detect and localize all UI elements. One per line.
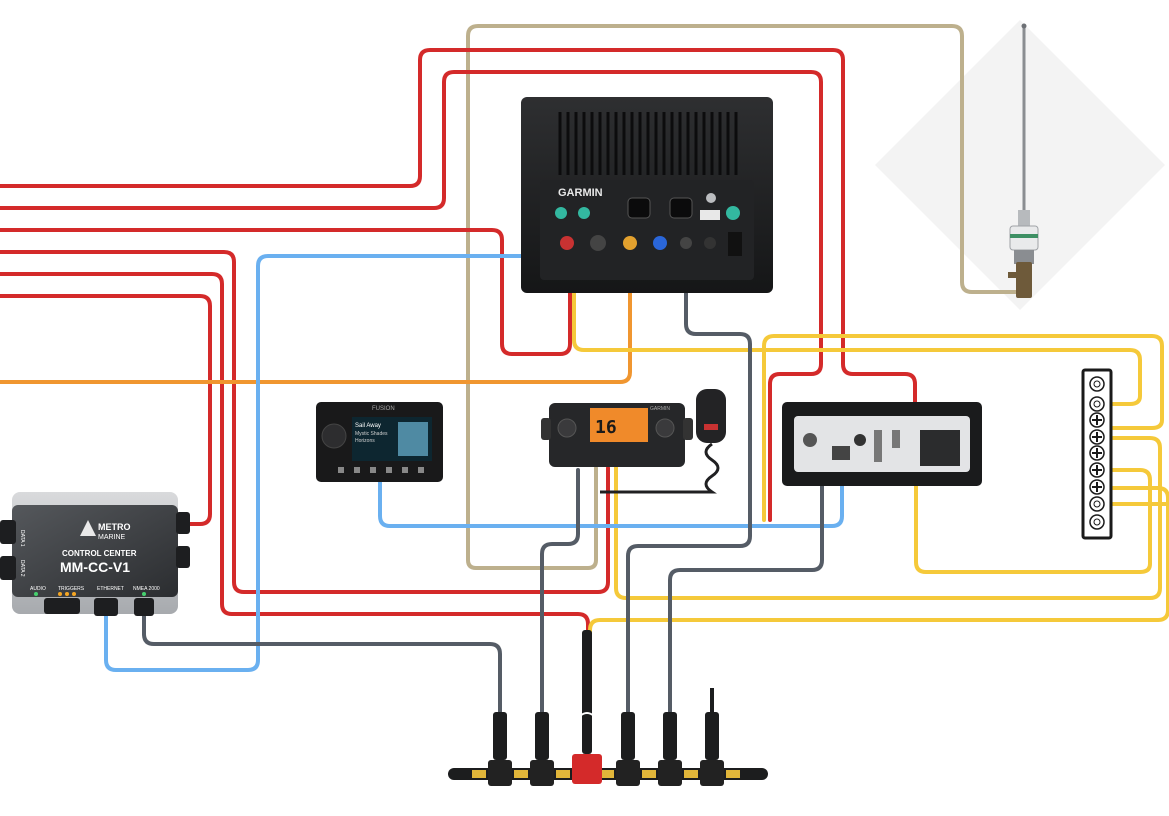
nmea-drop-vhf [540,468,580,714]
yellow-wire-4 [588,486,1169,702]
yellow-wire-2 [614,436,1162,600]
stereo-volume-knob [321,423,347,449]
nmea-drop-stereo [668,454,824,714]
stereo-brand: FUSION [372,406,395,412]
yellow-wire-3 [914,468,1152,574]
vhf-brand: GARMIN [650,406,670,412]
vhf-knob-left [557,418,577,438]
control-center: METRO MARINE CONTROL CENTER MM-CC-V1 AUD… [0,492,190,616]
power-wire-1 [0,48,942,457]
cc-port-ethernet: ETHERNET [97,586,124,592]
vhf-radio: 16 GARMIN [541,389,726,494]
vhf-microphone [696,389,726,443]
vhf-display [590,408,648,442]
audio-port [704,237,716,249]
antenna-coax-wire [466,24,1022,570]
fusion-stereo: FUSION Sail Away Mystic Shades Horizons [316,402,443,482]
cc-brand-line1: METRO [98,522,131,532]
cc-model: MM-CC-V1 [60,559,130,575]
hub-ethernet-port [832,446,850,460]
nmea-drop-cc [142,613,502,714]
yellow-wire-5 [762,334,1164,522]
stereo-track-album: Horizons [355,438,375,444]
power-port [560,236,574,250]
stereo-track-title: Sail Away [355,423,381,429]
vhf-channel: 16 [595,417,617,438]
cc-brand-line2: MARINE [98,534,126,541]
terminal-block-icon [1081,368,1113,540]
vhf-knob-right [655,418,675,438]
power-wire-3 [0,228,572,356]
ethernet-wire-2 [378,454,844,528]
hub-port-small [854,434,866,446]
cc-side-data1: DATA 1 [19,530,25,547]
cc-port-nmea: NMEA 2000 [133,586,160,592]
cvbs-port [653,236,667,250]
vhf-mic-cord [600,442,720,494]
nmea-drop-plotter [626,248,752,714]
cc-port-triggers: TRIGGERS [58,586,85,592]
power-wire-6 [0,294,212,526]
ant-port [726,206,740,220]
hdmi-in-port [627,197,651,219]
hdmi-out-port [669,197,693,219]
cc-side-data2: DATA 2 [19,560,25,577]
chartplotter-brand: GARMIN [558,187,603,199]
power-wire-5 [0,272,590,724]
power-wire-4 [0,250,610,594]
power-tee-icon [572,754,602,784]
video-port [623,236,637,250]
yellow-wire-1 [572,246,1142,406]
sd-port [590,235,606,251]
hub-box [782,402,982,486]
video-wire [0,244,632,384]
usb-port [706,193,716,203]
metro-marine-logo [80,520,96,536]
background-diamond [875,20,1165,310]
cc-title: CONTROL CENTER [62,549,137,558]
hub-port-round [803,433,817,447]
wire-layer [0,24,1169,724]
network-port-1 [555,207,567,219]
backbone-tees [488,760,724,786]
antenna-mount [1016,262,1032,298]
nmea-backbone [448,630,768,786]
chartplotter: GARMIN [521,97,773,293]
network-port-2 [578,207,590,219]
stereo-track-artist: Mystic Shades [355,431,388,437]
cc-port-audio: AUDIO [30,586,46,592]
nmea2000-port [680,237,692,249]
vhf-antenna [1008,23,1039,298]
power-wire-2 [0,70,823,522]
